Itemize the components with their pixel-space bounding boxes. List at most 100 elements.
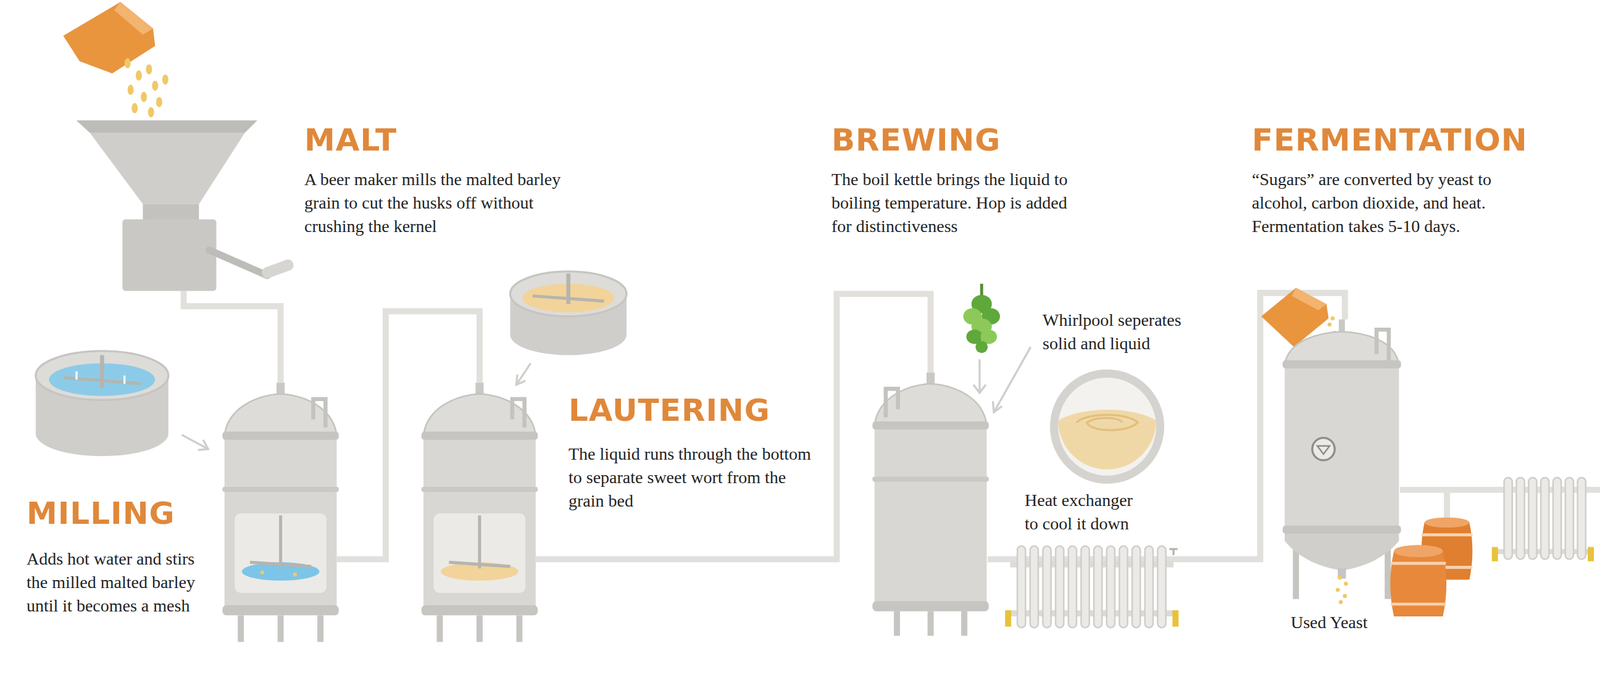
water-tub bbox=[35, 351, 169, 457]
grain bbox=[151, 80, 159, 92]
flow-arrow bbox=[973, 385, 986, 394]
lauter-tun bbox=[476, 615, 483, 642]
heat-exchanger bbox=[1055, 546, 1064, 628]
fermentation-tank bbox=[1282, 360, 1402, 369]
stage-heading: MALT bbox=[304, 123, 397, 158]
pipe bbox=[1443, 490, 1450, 518]
lauter-tun bbox=[423, 435, 536, 612]
flow-arrow bbox=[973, 359, 986, 394]
lauter-tun bbox=[448, 562, 510, 567]
hop-cone bbox=[962, 283, 1000, 354]
boil-kettle bbox=[961, 611, 968, 637]
grain bbox=[145, 64, 152, 75]
heat-exchanger bbox=[1172, 610, 1179, 627]
mash-tank bbox=[292, 572, 297, 578]
heat-exchanger bbox=[1030, 546, 1039, 628]
grain-mill bbox=[260, 258, 296, 280]
barrel bbox=[1393, 545, 1443, 558]
callout-label: Heat exchanger to cool it down bbox=[1024, 488, 1142, 536]
flow-arrow bbox=[198, 440, 209, 451]
cooling-radiator bbox=[1577, 477, 1586, 560]
cooling-radiator bbox=[1553, 477, 1562, 560]
cooling-radiator bbox=[1540, 477, 1549, 560]
heat-exchanger bbox=[1004, 546, 1179, 628]
callout-label: Used Yeast bbox=[1290, 611, 1368, 635]
stage-description: The boil kettle brings the liquid to boi… bbox=[831, 167, 1091, 239]
grain-tub bbox=[510, 271, 627, 356]
pipe bbox=[183, 290, 281, 383]
water-tub bbox=[100, 355, 105, 389]
used-yeast bbox=[1337, 575, 1342, 581]
boil-kettle bbox=[893, 611, 900, 637]
heat-exchanger bbox=[1042, 546, 1051, 628]
mash-tank bbox=[241, 562, 320, 581]
mash-tank bbox=[277, 615, 284, 642]
fermentation-tank bbox=[1312, 438, 1335, 461]
mash-tank bbox=[224, 435, 338, 612]
mash-tank bbox=[222, 605, 339, 617]
leader-line bbox=[992, 401, 1002, 413]
mash-tank bbox=[222, 487, 339, 492]
water-tub bbox=[75, 371, 78, 380]
yeast-bag bbox=[1330, 316, 1336, 321]
boil-kettle bbox=[874, 425, 988, 608]
lauter-tun bbox=[421, 382, 538, 642]
boil-kettle bbox=[927, 611, 934, 637]
cooling-radiator bbox=[1565, 477, 1574, 560]
heat-exchanger bbox=[1169, 549, 1178, 556]
fermentation-tank bbox=[1284, 533, 1399, 571]
heat-exchanger bbox=[1004, 610, 1012, 627]
mash-tank bbox=[250, 562, 312, 567]
water-tub bbox=[62, 377, 141, 384]
stage-description: “Sugars” are converted by yeast to alcoh… bbox=[1251, 167, 1524, 239]
heat-exchanger bbox=[1017, 546, 1167, 628]
used-yeast bbox=[1335, 575, 1349, 605]
yeast-bag bbox=[1291, 287, 1327, 310]
mash-tank bbox=[222, 432, 339, 441]
whirlpool-view bbox=[1058, 420, 1157, 470]
flow-arrow bbox=[516, 374, 526, 386]
grain bbox=[124, 58, 131, 69]
cooling-radiator bbox=[1491, 547, 1499, 562]
malt-bag bbox=[62, 1, 155, 74]
grain bbox=[127, 84, 134, 96]
grain bbox=[148, 107, 155, 118]
grain bbox=[140, 91, 147, 103]
lauter-tun bbox=[477, 515, 481, 569]
water-tub bbox=[123, 375, 126, 384]
whirlpool-view bbox=[1050, 369, 1165, 484]
boil-kettle bbox=[872, 476, 989, 482]
lauter-tun bbox=[421, 487, 538, 492]
grain bbox=[135, 70, 142, 81]
grain-tub bbox=[532, 296, 605, 302]
heat-exchanger bbox=[1119, 546, 1128, 628]
whirlpool-view bbox=[1050, 369, 1165, 484]
mash-tank bbox=[224, 393, 338, 436]
mash-tank bbox=[222, 382, 339, 642]
stage-description: A beer maker mills the malted barley gra… bbox=[304, 167, 564, 239]
lauter-tun bbox=[421, 605, 538, 617]
malt-bag bbox=[114, 1, 154, 35]
lauter-tun bbox=[421, 432, 538, 441]
flow-arrow bbox=[516, 363, 531, 386]
flow-arrow bbox=[181, 435, 209, 451]
heat-exchanger bbox=[1093, 546, 1102, 628]
grain bbox=[162, 74, 169, 86]
used-yeast bbox=[1338, 600, 1344, 605]
yeast-bag bbox=[1327, 322, 1333, 328]
lauter-tun bbox=[512, 399, 525, 428]
stage-description: The liquid runs through the bottom to se… bbox=[568, 442, 816, 513]
grain bbox=[124, 58, 169, 118]
cooling-radiator bbox=[1587, 547, 1594, 562]
grain-mill bbox=[142, 204, 199, 221]
boil-kettle bbox=[872, 372, 989, 637]
lauter-tun bbox=[440, 562, 519, 581]
whirlpool-view bbox=[1076, 414, 1138, 431]
mash-tank bbox=[312, 399, 326, 428]
fermentation-tank bbox=[1317, 446, 1330, 455]
barrel bbox=[1424, 517, 1470, 529]
stage-description: Adds hot water and stirs the milled malt… bbox=[26, 547, 206, 618]
mash-tank bbox=[279, 515, 283, 569]
